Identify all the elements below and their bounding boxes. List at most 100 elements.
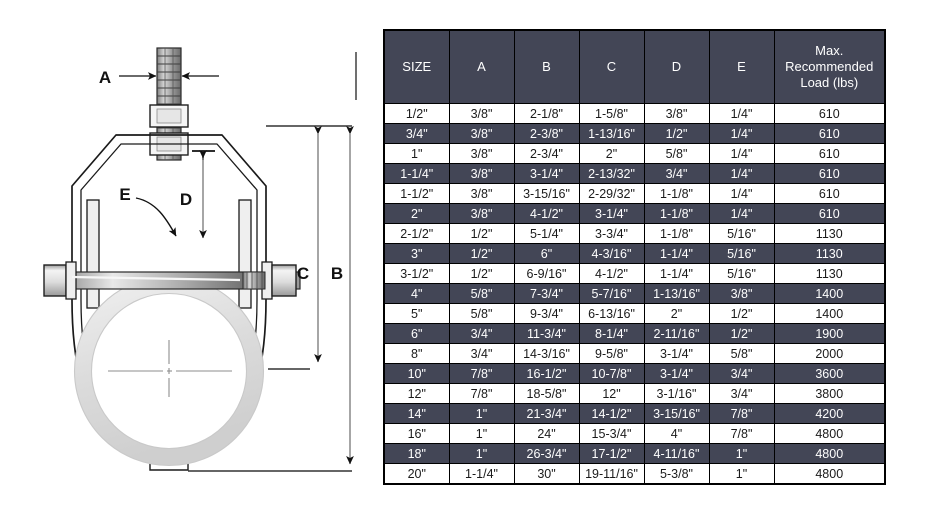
cell-size: 12" [383, 383, 450, 404]
cell-c: 2" [578, 143, 645, 164]
cell-load: 1400 [773, 283, 886, 304]
cell-d: 2-11/16" [643, 323, 710, 344]
cell-d: 4-11/16" [643, 443, 710, 464]
cell-b: 21-3/4" [513, 403, 580, 424]
column-header-a: A [448, 29, 515, 104]
cell-d: 4" [643, 423, 710, 444]
cell-load: 1130 [773, 243, 886, 264]
cell-size: 1/2" [383, 103, 450, 124]
cell-b: 26-3/4" [513, 443, 580, 464]
cell-e: 3/4" [708, 363, 775, 384]
cell-e: 5/16" [708, 223, 775, 244]
table-row: 12"7/8"18-5/8"12"3-1/16"3/4"3800 [383, 383, 886, 404]
cell-size: 14" [383, 403, 450, 424]
cell-size: 2" [383, 203, 450, 224]
cell-load: 610 [773, 183, 886, 204]
cell-size: 20" [383, 463, 450, 485]
cell-d: 3-15/16" [643, 403, 710, 424]
left-leg-flange [86, 199, 100, 309]
cell-e: 1/4" [708, 203, 775, 224]
cell-c: 1-5/8" [578, 103, 645, 124]
cell-d: 1-1/8" [643, 183, 710, 204]
cell-d: 1-1/4" [643, 243, 710, 264]
table-row: 1/2"3/8"2-1/8"1-5/8"3/8"1/4"610 [383, 103, 886, 124]
clevis-hanger-drawing: A D E C B [43, 47, 357, 472]
table-row: 5"5/8"9-3/4"6-13/16"2"1/2"1400 [383, 303, 886, 324]
cell-c: 12" [578, 383, 645, 404]
cell-size: 3/4" [383, 123, 450, 144]
cell-e: 1/4" [708, 183, 775, 204]
table-row: 4"5/8"7-3/4"5-7/16"1-13/16"3/8"1400 [383, 283, 886, 304]
cell-load: 4800 [773, 423, 886, 444]
cell-e: 7/8" [708, 403, 775, 424]
cell-e: 1" [708, 463, 775, 485]
cell-b: 6-9/16" [513, 263, 580, 284]
cell-d: 5-3/8" [643, 463, 710, 485]
table-row: 18"1"26-3/4"17-1/2"4-11/16"1"4800 [383, 443, 886, 464]
dimension-label-d: D [180, 190, 192, 209]
cell-a: 3/8" [448, 123, 515, 144]
cell-e: 1" [708, 443, 775, 464]
table-row: 2"3/8"4-1/2"3-1/4"1-1/8"1/4"610 [383, 203, 886, 224]
cell-d: 1-1/8" [643, 203, 710, 224]
column-header-e: E [708, 29, 775, 104]
cell-c: 17-1/2" [578, 443, 645, 464]
cell-load: 4800 [773, 463, 886, 485]
cell-e: 1/2" [708, 303, 775, 324]
cell-a: 3/8" [448, 163, 515, 184]
dimension-a: A [99, 68, 219, 87]
cell-b: 2-3/4" [513, 143, 580, 164]
cell-d: 3-1/16" [643, 383, 710, 404]
cell-load: 3600 [773, 363, 886, 384]
cell-c: 6-13/16" [578, 303, 645, 324]
cell-d: 2" [643, 303, 710, 324]
dimension-d: D [180, 150, 215, 239]
table-row: 1-1/2"3/8"3-15/16"2-29/32"1-1/8"1/4"610 [383, 183, 886, 204]
cell-load: 1900 [773, 323, 886, 344]
cell-size: 3-1/2" [383, 263, 450, 284]
cell-c: 8-1/4" [578, 323, 645, 344]
cell-d: 3-1/4" [643, 343, 710, 364]
bolt-thread-section [242, 271, 266, 290]
cell-size: 4" [383, 283, 450, 304]
cell-a: 1/2" [448, 243, 515, 264]
table-row: 3"1/2"6"4-3/16"1-1/4"5/16"1130 [383, 243, 886, 264]
clamp-inner-profile [80, 143, 258, 454]
table-row: 10"7/8"16-1/2"10-7/8"3-1/4"3/4"3600 [383, 363, 886, 384]
table-row: 14"1"21-3/4"14-1/2"3-15/16"7/8"4200 [383, 403, 886, 424]
cross-bolt-assembly [43, 261, 301, 300]
table-row: 2-1/2"1/2"5-1/4"3-3/4"1-1/8"5/16"1130 [383, 223, 886, 244]
cell-c: 2-13/32" [578, 163, 645, 184]
specification-table-container: SIZE A B C D E Max. Recommended Load (lb… [383, 29, 886, 496]
cell-load: 1130 [773, 263, 886, 284]
table-row: 3-1/2"1/2"6-9/16"4-1/2"1-1/4"5/16"1130 [383, 263, 886, 284]
cell-b: 14-3/16" [513, 343, 580, 364]
cell-b: 9-3/4" [513, 303, 580, 324]
cell-size: 8" [383, 343, 450, 364]
cell-a: 1/2" [448, 223, 515, 244]
cell-a: 1" [448, 423, 515, 444]
cell-d: 3/4" [643, 163, 710, 184]
cell-load: 1400 [773, 303, 886, 324]
cell-size: 16" [383, 423, 450, 444]
technical-drawing-panel: A D E C B [0, 0, 378, 523]
cell-load: 4800 [773, 443, 886, 464]
cell-e: 5/16" [708, 263, 775, 284]
cell-c: 19-11/16" [578, 463, 645, 485]
cell-b: 4-1/2" [513, 203, 580, 224]
cell-size: 2-1/2" [383, 223, 450, 244]
max-load-line-3: Load (lbs) [800, 75, 859, 90]
cell-e: 1/4" [708, 163, 775, 184]
cell-b: 11-3/4" [513, 323, 580, 344]
cell-e: 7/8" [708, 423, 775, 444]
cell-e: 5/8" [708, 343, 775, 364]
cell-b: 7-3/4" [513, 283, 580, 304]
cell-a: 5/8" [448, 283, 515, 304]
cell-d: 1-1/8" [643, 223, 710, 244]
cell-a: 1" [448, 403, 515, 424]
cell-c: 5-7/16" [578, 283, 645, 304]
table-row: 16"1"24"15-3/4"4"7/8"4800 [383, 423, 886, 444]
cell-a: 3/8" [448, 203, 515, 224]
dimension-label-c: C [297, 264, 309, 283]
